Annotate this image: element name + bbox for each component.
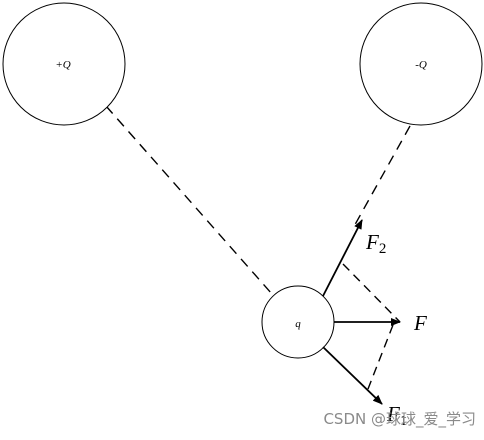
force-f2-label: F2 — [365, 230, 386, 257]
positive-charge-circle — [2, 2, 126, 126]
force-f1-symbol: F — [386, 402, 400, 426]
dashed-line-negative-to-q — [351, 125, 411, 231]
dashed-construction-lower — [367, 324, 394, 390]
negative-charge-label: -Q — [415, 59, 427, 71]
test-charge-label: q — [295, 318, 301, 330]
force-f2-symbol: F — [365, 230, 379, 254]
negative-charge-circle — [359, 2, 483, 126]
positive-charge-label: +Q — [55, 59, 70, 71]
force-f1-subscript: 1 — [400, 413, 408, 429]
dashed-line-positive-to-q — [105, 105, 273, 295]
force-f2-subscript: 2 — [379, 241, 387, 257]
csdn-watermark: CSDN @球球_爱_学习 — [323, 410, 476, 428]
force-f1-label: F1 — [386, 402, 407, 429]
dashed-construction-upper — [342, 263, 401, 323]
force-resultant-label: F — [413, 311, 427, 335]
force-f2-arrow — [322, 219, 363, 297]
force-f1-arrow — [322, 346, 383, 405]
